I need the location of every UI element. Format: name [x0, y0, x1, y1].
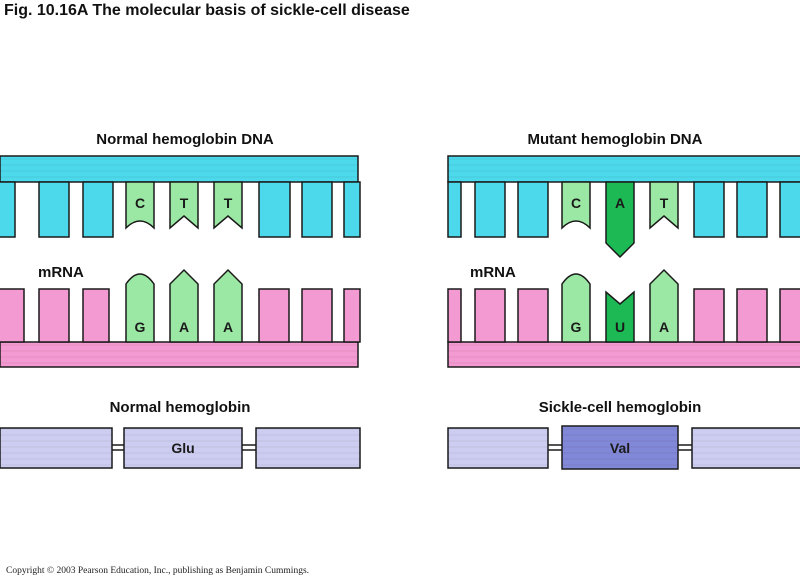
normal-protein-segment: [0, 428, 112, 468]
copyright-notice: Copyright © 2003 Pearson Education, Inc.…: [6, 566, 310, 576]
mutant-dna-backbone-texture: [448, 156, 800, 182]
mutant-dna-tooth: [693, 181, 725, 238]
normal-dna-title: Normal hemoglobin DNA: [96, 131, 274, 148]
normal-mrna-backbone-texture: [0, 342, 358, 367]
mutant-mrna-tooth: [447, 288, 462, 343]
mutant-mrna-letter: G: [571, 319, 582, 335]
mutant-dna-tooth: [447, 181, 462, 238]
mutant-mrna-base-a: [649, 268, 679, 343]
normal-dna-base-t: [169, 181, 199, 230]
normal-dna-tooth: [82, 181, 114, 238]
mutant-mrna-tooth: [474, 288, 506, 343]
normal-mrna-tooth: [258, 288, 290, 343]
mutant-mrna-tooth: [736, 288, 768, 343]
mutant-mrna-tooth: [517, 288, 549, 343]
normal-dna-base-c: [125, 181, 155, 230]
normal-mrna-tooth: [301, 288, 333, 343]
normal-dna-backbone-texture: [0, 156, 358, 182]
normal-protein-title: Normal hemoglobin: [109, 399, 251, 416]
normal-mrna-letter: A: [179, 319, 189, 335]
mutant-mrna-tooth: [693, 288, 725, 343]
mutant-mrna-base-g: [561, 273, 591, 343]
normal-mrna-label: mRNA: [38, 264, 84, 281]
normal-mrna-base-g: [125, 273, 155, 343]
normal-mrna-tooth: [0, 288, 25, 343]
normal-dna-letter: T: [180, 195, 189, 211]
normal-dna-tooth: [0, 181, 16, 238]
mutant-dna-tooth: [779, 181, 800, 238]
mutant-panel: C A T G U A Val: [447, 155, 800, 470]
mutant-amino-acid-label: Val: [610, 440, 630, 456]
mutant-mrna-backbone-texture: [448, 342, 800, 367]
normal-dna-tooth: [343, 181, 361, 238]
normal-amino-acid-texture: [124, 428, 242, 468]
normal-amino-acid-label: Glu: [171, 440, 194, 456]
normal-dna-tooth: [258, 181, 291, 238]
mutant-protein-title: Sickle-cell hemoglobin: [538, 399, 702, 416]
normal-dna-tooth: [38, 181, 70, 238]
normal-mrna-tooth: [343, 288, 361, 343]
normal-protein-texture: [256, 428, 360, 468]
mutant-dna-title: Mutant hemoglobin DNA: [527, 131, 703, 148]
mutant-dna-letter: C: [571, 195, 581, 211]
mutant-dna-letter: A: [615, 195, 625, 211]
normal-panel: C T T G A A Glu: [0, 155, 361, 469]
mutant-mrna-base-u-mutated: [605, 290, 635, 343]
normal-mrna-letter: G: [135, 319, 146, 335]
mutant-mrna-label: mRNA: [470, 264, 516, 281]
mutant-dna-base-c: [561, 181, 591, 230]
mutant-mrna-letter: U: [615, 319, 625, 335]
mutant-protein-texture: [448, 428, 548, 468]
mutant-dna-tooth: [736, 181, 768, 238]
mutant-mrna-letter: A: [659, 319, 669, 335]
normal-mrna-tooth: [38, 288, 70, 343]
normal-mrna-tooth: [82, 288, 110, 343]
mutant-dna-tooth: [474, 181, 506, 238]
mutant-dna-tooth: [517, 181, 549, 238]
mutant-dna-base-a-mutated: [605, 181, 635, 259]
normal-dna-tooth: [301, 181, 333, 238]
normal-dna-letter: T: [224, 195, 233, 211]
normal-mrna-letter: A: [223, 319, 233, 335]
figure-title: Fig. 10.16A The molecular basis of sickl…: [4, 2, 410, 19]
mutant-amino-acid-texture: [562, 426, 678, 469]
normal-dna-letter: C: [135, 195, 145, 211]
normal-mrna-base-a: [213, 268, 243, 343]
mutant-mrna-tooth: [779, 288, 800, 343]
mutant-dna-base-t: [649, 181, 679, 230]
mutant-protein-texture: [692, 428, 800, 468]
normal-dna-base-t: [213, 181, 243, 230]
normal-mrna-base-a: [169, 268, 199, 343]
mutant-dna-letter: T: [660, 195, 669, 211]
